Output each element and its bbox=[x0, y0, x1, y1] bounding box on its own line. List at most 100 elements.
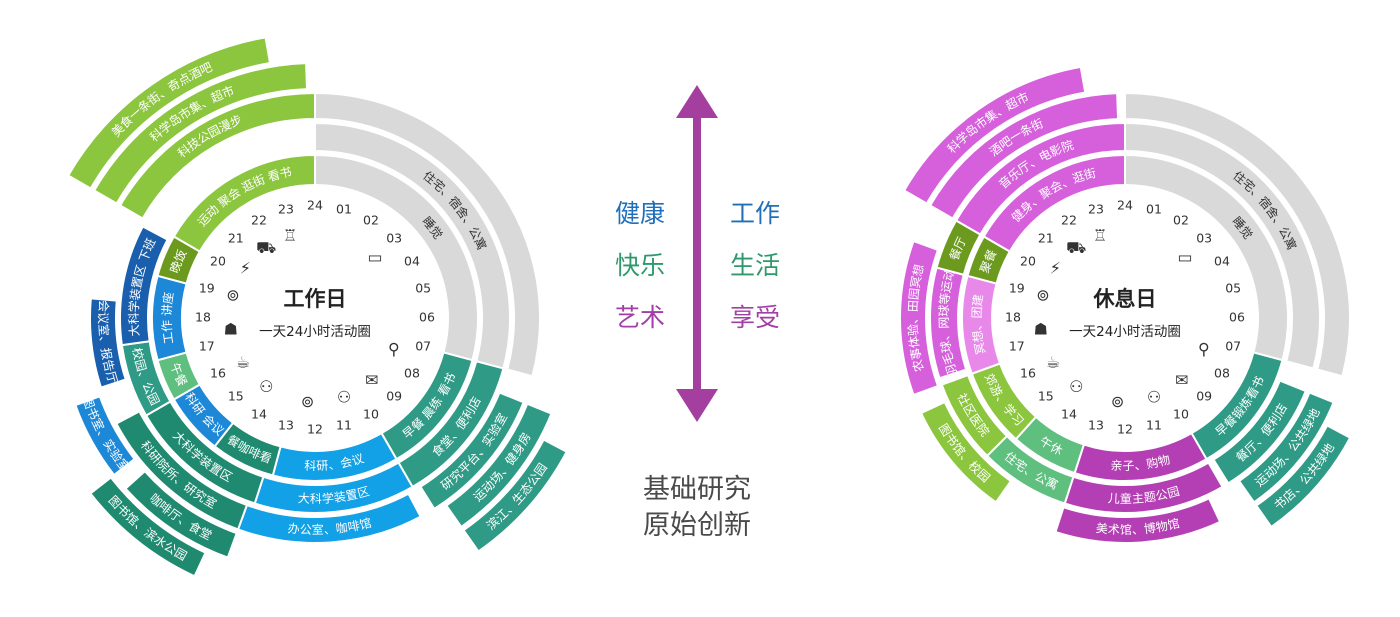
restday-ring3-segment-band bbox=[928, 92, 1120, 220]
restday-inner-segment: 聚餐 bbox=[966, 235, 1012, 285]
restday-hour-label: 09 bbox=[1196, 389, 1212, 404]
workday-hour-label: 15 bbox=[228, 389, 244, 404]
restday-ring3-segment: 酒吧一条街 bbox=[928, 92, 1120, 220]
wine-glass-icon: ♖ bbox=[283, 226, 297, 245]
restday-hour-label: 12 bbox=[1117, 422, 1133, 437]
workday-hour-label: 02 bbox=[363, 213, 379, 228]
workday-hour-label: 23 bbox=[278, 201, 294, 216]
workday-hour-label: 06 bbox=[419, 310, 435, 325]
restday-ring2-segment-band bbox=[1124, 121, 1321, 370]
restday-inner-segment: 午休 bbox=[1014, 415, 1086, 475]
restday-hour-label: 05 bbox=[1225, 281, 1241, 296]
restday-hour-label: 22 bbox=[1061, 213, 1077, 228]
restday-ring3-segment-band bbox=[899, 239, 940, 397]
restday-hour-label: 06 bbox=[1229, 310, 1245, 325]
center-keywords: 健康 快乐 艺术 工作 生活 享受 基础研究 原始创新 bbox=[615, 199, 780, 541]
keyword-happiness: 快乐 bbox=[615, 251, 665, 280]
restday-ring3-gray bbox=[1124, 91, 1351, 378]
restday-hour-label: 16 bbox=[1020, 366, 1036, 381]
treadmill-icon: ⚲ bbox=[388, 339, 400, 358]
restday-hour-label: 10 bbox=[1173, 406, 1189, 421]
bed-icon: ▭ bbox=[368, 247, 383, 266]
workday-hour-label: 17 bbox=[199, 338, 215, 353]
workday-hour-label: 14 bbox=[251, 406, 267, 421]
workday-hour-label: 03 bbox=[386, 230, 402, 245]
workday-inner-segment: 工作 讲座 bbox=[151, 274, 188, 362]
workday-ring5-segment-band bbox=[462, 438, 568, 553]
restday-ring3-segment: 农事体验、田园冥想 bbox=[899, 239, 940, 397]
meeting-icon: ⚇ bbox=[1069, 377, 1083, 396]
workday-ring3-segment-band bbox=[419, 391, 525, 511]
restday-circle-diagram: 睡觉早餐锻炼看书亲子、购物午休郊游、学习冥想、团建聚餐健身、聚会、逛街住宅、宿舍… bbox=[899, 65, 1352, 544]
shopping-cart-icon: ⛟ bbox=[256, 238, 276, 257]
workday-hour-label: 13 bbox=[278, 418, 294, 433]
bed-icon: ▭ bbox=[1178, 247, 1193, 266]
meeting-icon: ⚇ bbox=[1147, 387, 1161, 406]
restday-subtitle: 一天24小时活动圈 bbox=[1069, 324, 1181, 340]
workday-inner-segment-label: 工作 讲座 bbox=[158, 291, 175, 345]
dining-icon: ⊚ bbox=[1036, 286, 1049, 305]
restday-hour-label: 24 bbox=[1117, 198, 1133, 213]
meeting-icon: ⚇ bbox=[259, 377, 273, 396]
restday-ring2-segment: 儿童主题公园 bbox=[1063, 461, 1224, 514]
reading-icon: ✉ bbox=[365, 371, 378, 390]
workday-ring3-segment-band bbox=[118, 91, 316, 220]
restday-clock-face bbox=[995, 188, 1255, 448]
double-arrow bbox=[676, 85, 718, 422]
restday-hour-label: 04 bbox=[1214, 254, 1230, 269]
sports-icon: ⚡ bbox=[240, 259, 251, 278]
keyword-enjoy: 享受 bbox=[730, 303, 780, 332]
keyword-original-innovation: 原始创新 bbox=[643, 510, 751, 541]
keyword-art: 艺术 bbox=[615, 303, 665, 332]
dining-icon: ⊚ bbox=[1111, 392, 1124, 411]
wine-glass-icon: ♖ bbox=[1093, 226, 1107, 245]
workday-ring4-segment-band bbox=[444, 402, 553, 529]
restday-inner-segment-band bbox=[982, 153, 1126, 253]
workday-ring3-segment-band bbox=[114, 410, 249, 531]
workday-ring3-segment bbox=[314, 91, 541, 378]
workday-subtitle: 一天24小时活动圈 bbox=[259, 324, 371, 340]
workday-inner-segment-band bbox=[172, 153, 316, 253]
restday-hour-label: 19 bbox=[1009, 281, 1025, 296]
workday-hour-label: 10 bbox=[363, 406, 379, 421]
restday-ring3-segment: 美术馆、博物馆 bbox=[1054, 497, 1222, 544]
workday-ring3-segment: 办公室、咖啡馆 bbox=[236, 492, 422, 544]
workday-hour-label: 24 bbox=[307, 198, 323, 213]
keyword-work: 工作 bbox=[730, 199, 780, 228]
workday-title: 工作日 bbox=[284, 287, 347, 311]
workday-ring4-segment-band bbox=[74, 395, 136, 477]
restday-ring2-segment-band bbox=[940, 373, 1009, 458]
workday-ring3-segment-band bbox=[89, 297, 127, 389]
restday-hour-label: 20 bbox=[1020, 254, 1036, 269]
restday-ring3-segment-band bbox=[1054, 497, 1222, 544]
sports-icon: ⚡ bbox=[1050, 259, 1061, 278]
lecture-icon: ☗ bbox=[1034, 319, 1048, 338]
restday-ring2-segment: 羽毛球、网球等运动 bbox=[929, 266, 968, 380]
workday-hour-label: 18 bbox=[195, 310, 211, 325]
restday-hour-label: 17 bbox=[1009, 338, 1025, 353]
restday-hour-label: 01 bbox=[1146, 201, 1162, 216]
workday-ring2-segment-band bbox=[119, 225, 169, 347]
restday-inner-segment: 睡觉 bbox=[1124, 153, 1289, 362]
workday-hour-label: 11 bbox=[336, 418, 352, 433]
workday-hour-label: 05 bbox=[415, 281, 431, 296]
restday-inner-segment-label: 冥想、团建 bbox=[969, 294, 988, 356]
restday-hour-label: 18 bbox=[1005, 310, 1021, 325]
workday-ring3-segment-band bbox=[314, 91, 541, 378]
restday-title: 休息日 bbox=[1093, 287, 1157, 311]
restday-hour-label: 11 bbox=[1146, 418, 1162, 433]
workday-ring5-segment-band bbox=[66, 36, 272, 190]
dining-icon: ⊚ bbox=[301, 392, 314, 411]
workday-hour-label: 07 bbox=[415, 338, 431, 353]
restday-hour-label: 03 bbox=[1196, 230, 1212, 245]
reading-icon: ✉ bbox=[1175, 371, 1188, 390]
workday-hour-label: 08 bbox=[404, 366, 420, 381]
restday-hour-label: 13 bbox=[1088, 418, 1104, 433]
restday-hour-label: 15 bbox=[1038, 389, 1054, 404]
coffee-icon: ☕ bbox=[1046, 353, 1060, 372]
workday-hour-label: 04 bbox=[404, 254, 420, 269]
shopping-cart-icon: ⛟ bbox=[1066, 238, 1086, 257]
restday-hour-label: 02 bbox=[1173, 213, 1189, 228]
restday-hour-label: 21 bbox=[1038, 230, 1054, 245]
